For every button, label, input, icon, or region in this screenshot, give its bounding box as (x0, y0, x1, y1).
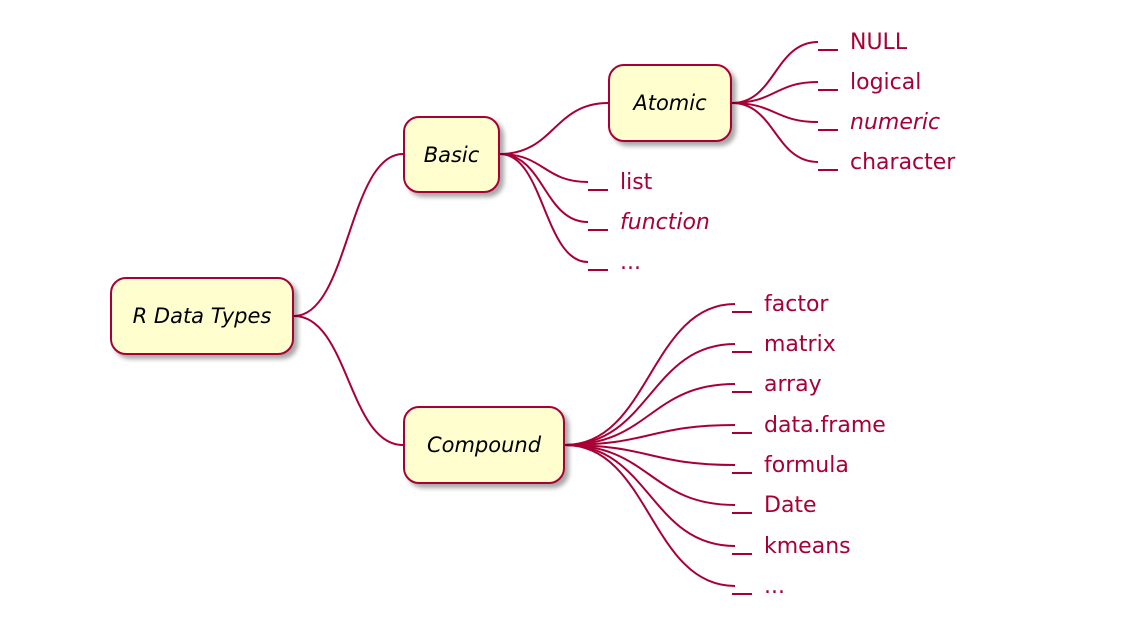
edge-compound-child (564, 383, 736, 446)
compound-child-label: data.frame (764, 413, 886, 438)
edge-atomic-child (731, 41, 819, 104)
edge-atomic-child (731, 81, 819, 104)
basic-node: Basic (403, 116, 500, 193)
compound-child-label: Date (764, 493, 817, 518)
compound-child-label: formula (764, 453, 849, 478)
edge-compound-child (564, 343, 736, 446)
atomic-child-label: numeric (850, 110, 941, 135)
compound-child-label: matrix (764, 332, 836, 357)
compound-child-label: ... (764, 574, 785, 599)
edge-atomic-child (731, 102, 819, 163)
edge-compound-child (564, 303, 736, 446)
edge-root-basic (293, 153, 404, 317)
edge-atomic-child (731, 102, 819, 123)
edge-compound-child (564, 424, 736, 446)
edge-basic-atomic (499, 102, 609, 155)
compound-child-label: array (764, 372, 822, 397)
edge-compound-child (564, 444, 736, 547)
edge-basic-child (499, 153, 589, 263)
atomic-child-label: logical (850, 70, 922, 95)
edge-compound-child (564, 444, 736, 466)
basic-child-label: function (620, 210, 710, 235)
basic-child-label: ... (620, 250, 641, 275)
edge-compound-child (564, 444, 736, 506)
edge-basic-child (499, 153, 589, 183)
compound-child-label: kmeans (764, 534, 851, 559)
atomic-child-label: NULL (850, 30, 908, 55)
root-node: R Data Types (110, 277, 294, 355)
edge-compound-child (564, 444, 736, 587)
compound-node: Compound (403, 406, 565, 484)
compound-child-label: factor (764, 292, 829, 317)
edge-basic-child (499, 153, 589, 223)
basic-child-label: list (620, 170, 653, 195)
atomic-node: Atomic (608, 64, 732, 142)
atomic-child-label: character (850, 150, 956, 175)
edge-root-compound (293, 315, 404, 446)
